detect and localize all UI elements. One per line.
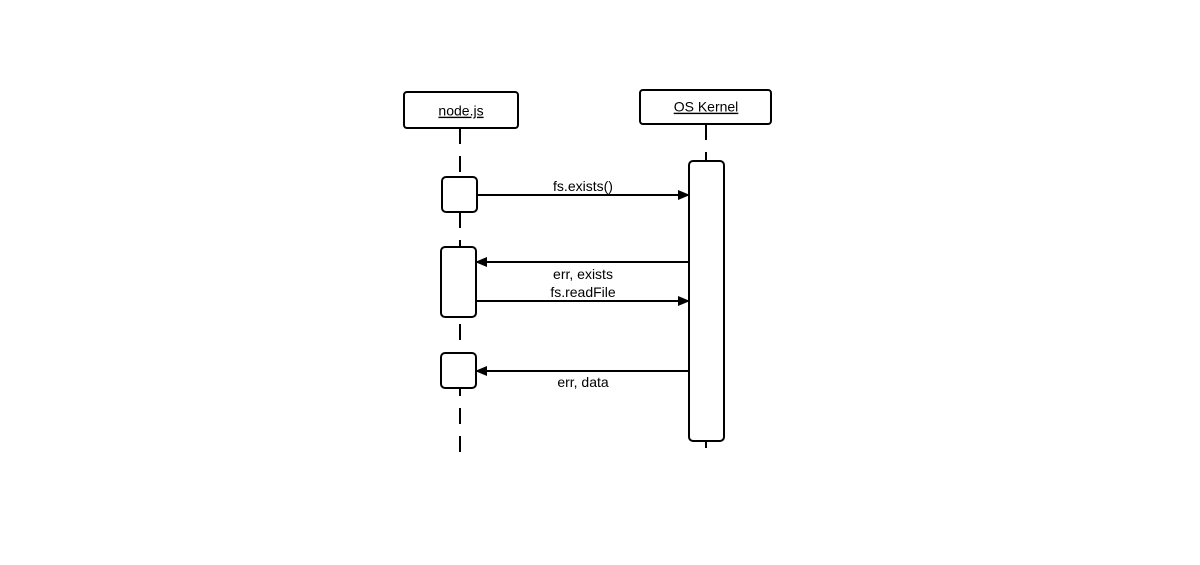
message-label-err-exists: err, exists bbox=[553, 266, 613, 282]
participant-kernel-label: OS Kernel bbox=[674, 99, 739, 115]
participant-node-box bbox=[403, 91, 519, 129]
participant-node-label: node.js bbox=[438, 103, 483, 119]
node-activation-3 bbox=[440, 352, 477, 389]
message-label-err-data: err, data bbox=[557, 374, 609, 390]
node-activation-2 bbox=[440, 246, 477, 318]
message-label-fs-exists: fs.exists() bbox=[553, 178, 613, 194]
message-label-fs-readfile: fs.readFile bbox=[550, 284, 616, 300]
node-activation-1 bbox=[441, 176, 478, 213]
participant-kernel: OS Kernel bbox=[639, 89, 772, 125]
kernel-activation-bar bbox=[688, 160, 725, 442]
participant-kernel-box bbox=[639, 89, 772, 125]
participant-node: node.js bbox=[403, 91, 519, 129]
